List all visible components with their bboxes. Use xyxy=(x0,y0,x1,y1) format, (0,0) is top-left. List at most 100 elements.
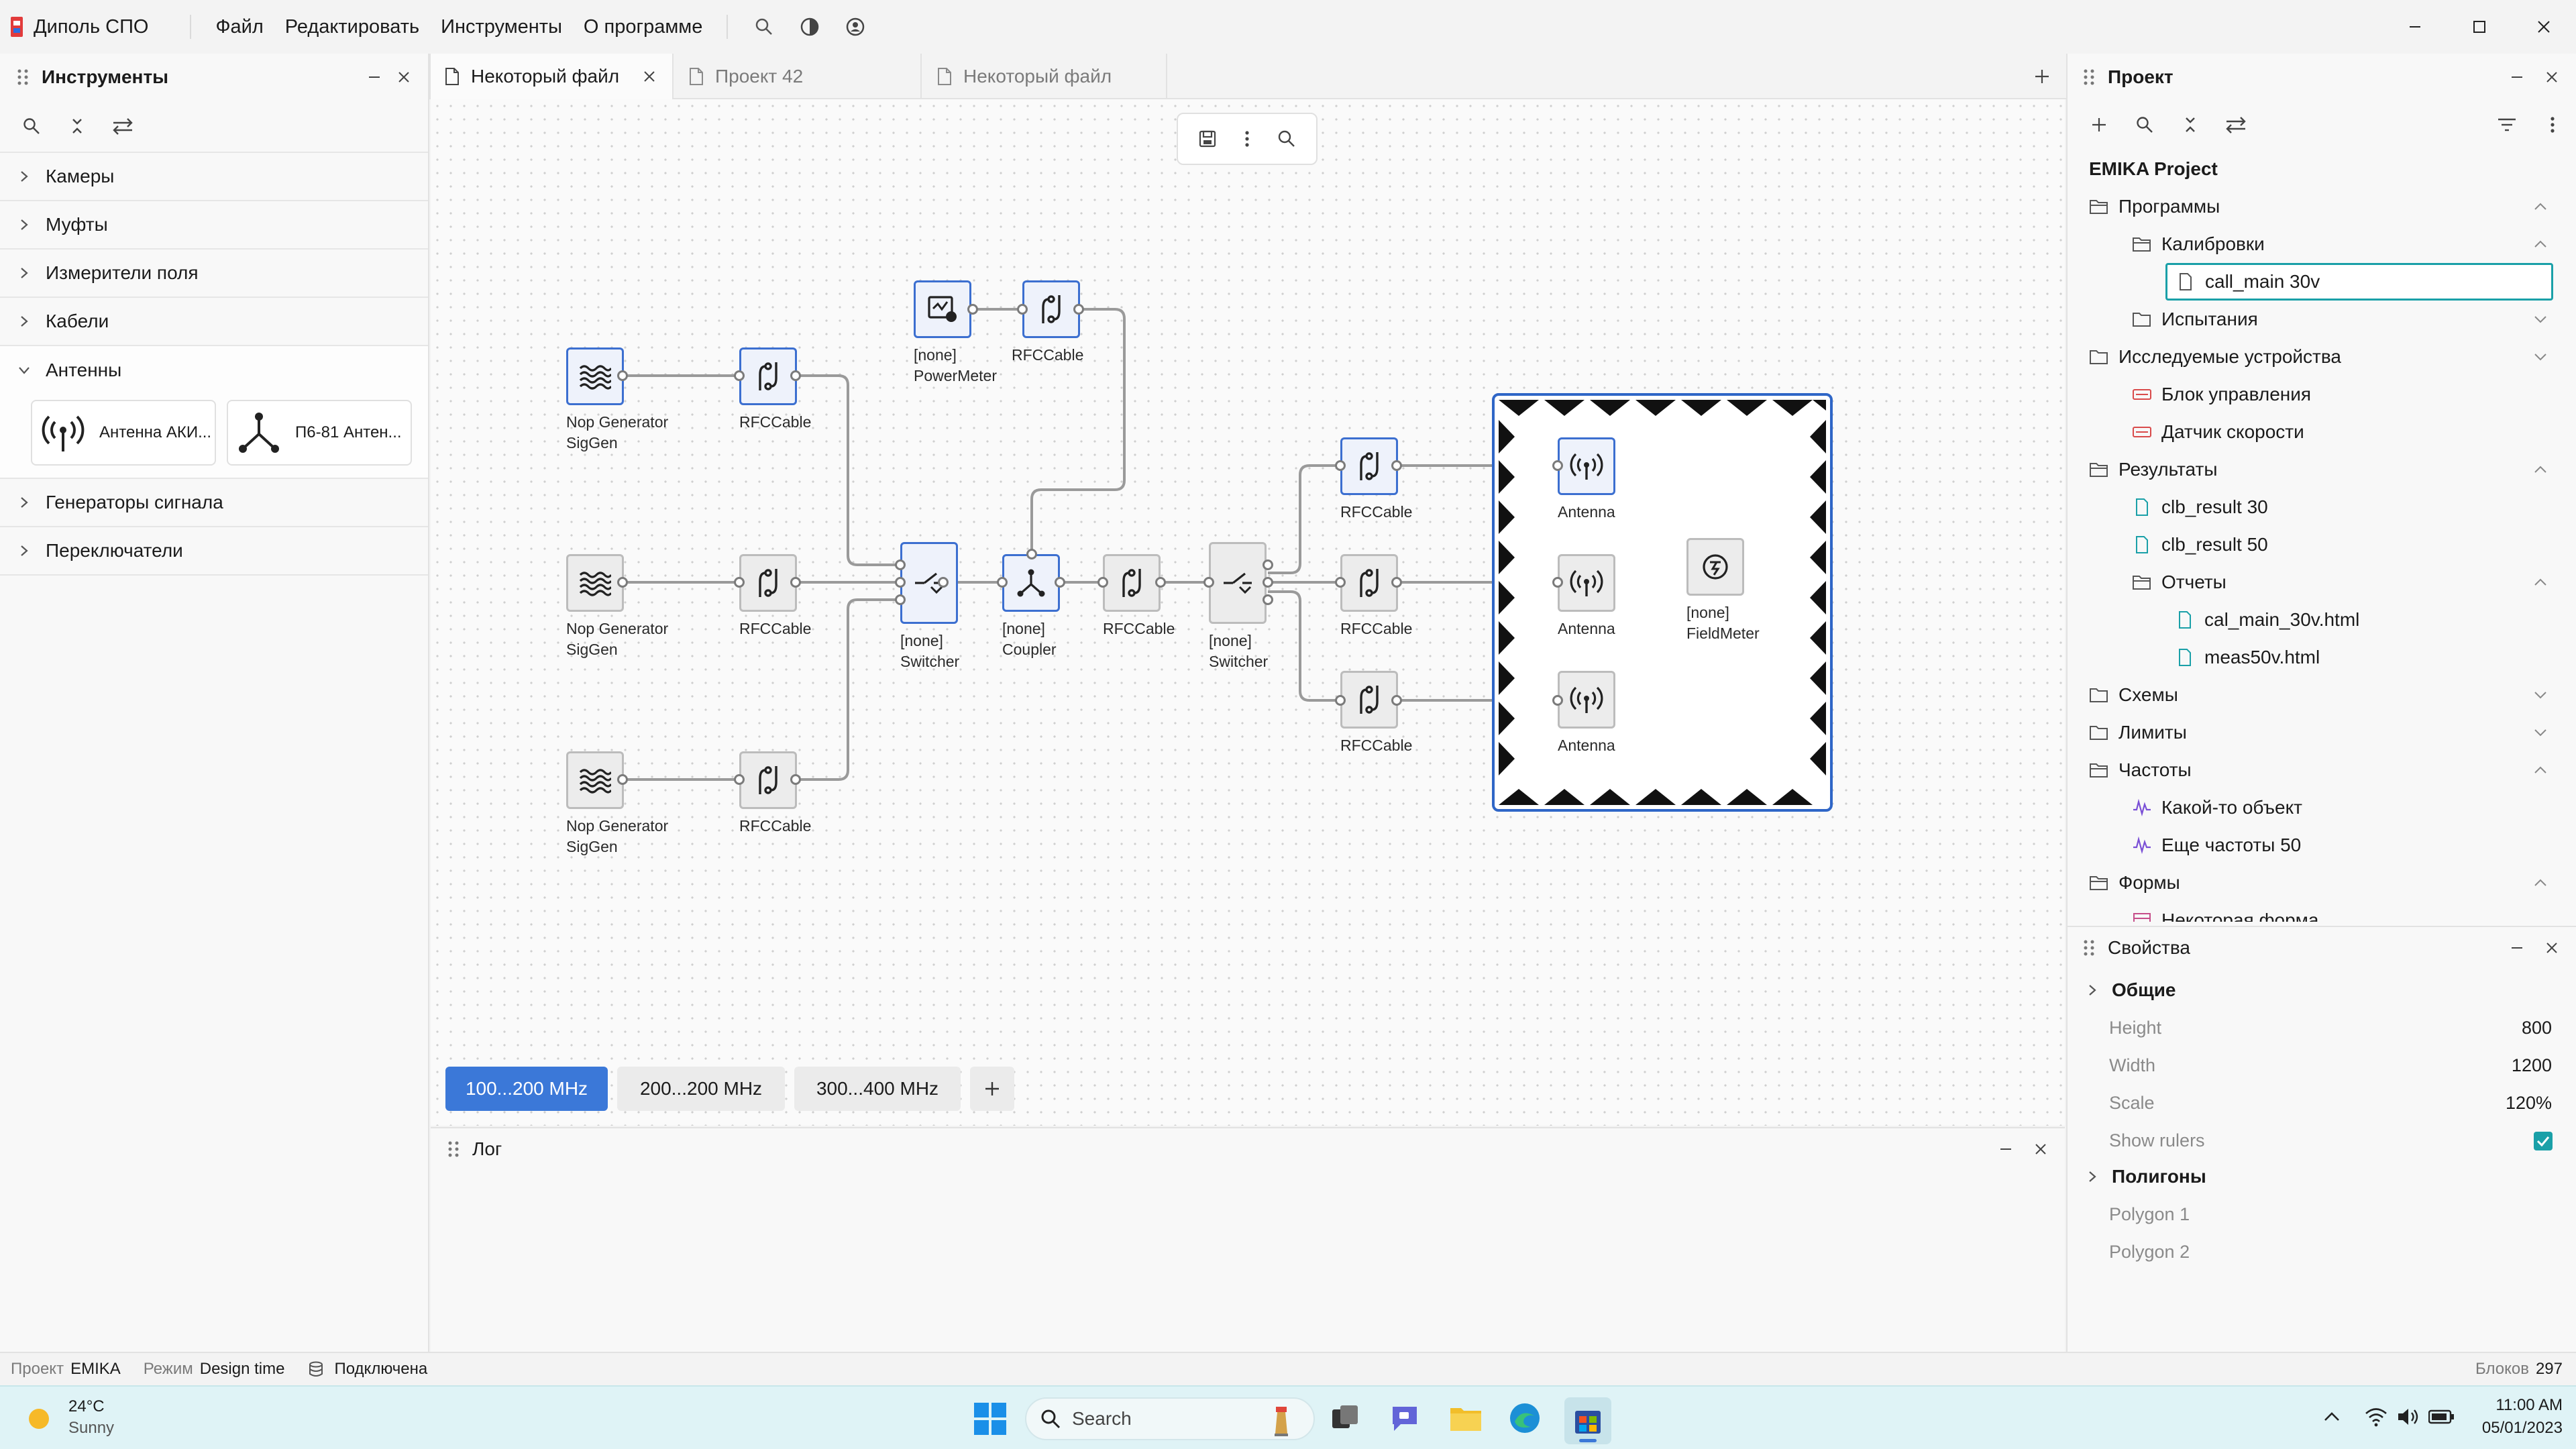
port[interactable] xyxy=(1335,577,1346,588)
cable-node-top[interactable] xyxy=(1022,280,1080,338)
meet-chat-icon[interactable] xyxy=(1390,1403,1422,1434)
tree-item-report-meas50v[interactable]: meas50v.html xyxy=(2175,639,2320,676)
polygon-item-1[interactable]: Polygon 1 xyxy=(2068,1195,2576,1233)
port[interactable] xyxy=(1552,577,1563,588)
close-panel-icon[interactable] xyxy=(2537,933,2567,963)
edge-browser-icon[interactable] xyxy=(1508,1401,1542,1435)
siggen-node-2[interactable] xyxy=(566,554,624,612)
start-windows-icon[interactable] xyxy=(973,1401,1008,1436)
antenna-node-2[interactable] xyxy=(1558,554,1615,612)
port[interactable] xyxy=(1263,559,1273,570)
add-icon[interactable] xyxy=(2084,109,2114,140)
chevron-up-icon[interactable] xyxy=(2533,202,2548,211)
zoom-icon[interactable] xyxy=(1277,129,1297,149)
tree-item-clb-result-30[interactable]: clb_result 30 xyxy=(2132,488,2268,526)
wifi-icon[interactable] xyxy=(2364,1407,2388,1427)
anechoic-chamber[interactable] xyxy=(1492,393,1833,812)
freq-tab-2[interactable]: 200...200 MHz xyxy=(617,1067,785,1111)
drag-grip-icon[interactable] xyxy=(16,68,30,87)
save-icon[interactable] xyxy=(1197,129,1218,149)
freq-tab-3[interactable]: 300...400 MHz xyxy=(794,1067,961,1111)
category-antennas[interactable]: Антенны xyxy=(0,346,428,394)
port[interactable] xyxy=(895,577,906,588)
cable-node-2[interactable] xyxy=(739,554,797,612)
chevron-down-icon[interactable] xyxy=(2533,690,2548,700)
search-icon[interactable] xyxy=(16,111,47,142)
port[interactable] xyxy=(1391,695,1402,706)
more-options-icon[interactable] xyxy=(2537,109,2568,140)
category-couplers[interactable]: Муфты xyxy=(0,201,428,250)
cable-node-1[interactable] xyxy=(739,347,797,405)
volume-icon[interactable] xyxy=(2396,1407,2420,1427)
chevron-up-icon[interactable] xyxy=(2533,465,2548,474)
tree-item-frequency-object[interactable]: Какой-то объект xyxy=(2132,789,2302,826)
port[interactable] xyxy=(1263,594,1273,605)
siggen-node-3[interactable] xyxy=(566,751,624,809)
tab-project-42[interactable]: Проект 42 xyxy=(675,54,922,99)
category-switchers[interactable]: Переключатели xyxy=(0,527,428,576)
user-account-icon[interactable] xyxy=(841,12,870,42)
minimize-panel-icon[interactable] xyxy=(2502,62,2532,92)
project-root[interactable]: EMIKA Project xyxy=(2089,158,2218,179)
port[interactable] xyxy=(734,370,745,381)
search-icon[interactable] xyxy=(749,12,779,42)
taskbar-time[interactable]: 11:00 AM xyxy=(2496,1396,2563,1414)
tab-file-1[interactable]: Некоторый файл xyxy=(429,54,674,99)
search-icon[interactable] xyxy=(2129,109,2160,140)
port[interactable] xyxy=(790,774,801,785)
port[interactable] xyxy=(790,577,801,588)
property-show-rulers[interactable]: Show rulers xyxy=(2068,1122,2576,1159)
port[interactable] xyxy=(1017,304,1028,315)
tree-item-call-main-selected[interactable]: call_main 30v xyxy=(2165,263,2553,301)
property-group-polygons[interactable]: Полигоны xyxy=(2086,1158,2206,1195)
port[interactable] xyxy=(895,559,906,570)
freq-tab-1[interactable]: 100...200 MHz xyxy=(445,1067,608,1111)
category-field-meters[interactable]: Измерители поля xyxy=(0,250,428,298)
tree-folder-results[interactable]: Результаты xyxy=(2089,451,2217,488)
tree-folder-reports[interactable]: Отчеты xyxy=(2132,564,2226,601)
battery-icon[interactable] xyxy=(2428,1409,2455,1424)
port[interactable] xyxy=(617,577,628,588)
chevron-up-icon[interactable] xyxy=(2322,1409,2341,1424)
maximize-window-icon[interactable] xyxy=(2447,0,2512,54)
category-cables[interactable]: Кабели xyxy=(0,298,428,346)
cable-node-r1[interactable] xyxy=(1340,437,1398,495)
tree-folder-forms[interactable]: Формы xyxy=(2089,864,2180,902)
tab-file-2[interactable]: Некоторый файл xyxy=(923,54,1167,99)
swap-icon[interactable] xyxy=(107,111,138,142)
show-rulers-checkbox[interactable] xyxy=(2533,1131,2553,1151)
chevron-up-icon[interactable] xyxy=(2533,239,2548,249)
antenna-node-1[interactable] xyxy=(1558,437,1615,495)
tree-item-speed-sensor[interactable]: Датчик скорости xyxy=(2132,413,2304,451)
tree-folder-frequencies[interactable]: Частоты xyxy=(2089,751,2192,789)
menu-file[interactable]: Файл xyxy=(215,15,264,38)
coupler-node[interactable] xyxy=(1002,554,1060,612)
port[interactable] xyxy=(734,577,745,588)
tool-card-antenna-aki[interactable]: Антенна АКИ... xyxy=(31,400,216,466)
port[interactable] xyxy=(1391,577,1402,588)
chevron-down-icon[interactable] xyxy=(2533,728,2548,737)
port[interactable] xyxy=(1263,577,1273,588)
chevron-up-icon[interactable] xyxy=(2533,765,2548,775)
tree-item-frequency-50[interactable]: Еще частоты 50 xyxy=(2132,826,2301,864)
port[interactable] xyxy=(1335,695,1346,706)
port[interactable] xyxy=(1552,460,1563,471)
collapse-all-icon[interactable] xyxy=(62,111,93,142)
close-window-icon[interactable] xyxy=(2512,0,2576,54)
category-signal-generators[interactable]: Генераторы сигнала xyxy=(0,479,428,527)
add-tab-icon[interactable] xyxy=(2031,66,2053,87)
tree-folder-devices[interactable]: Исследуемые устройства xyxy=(2089,338,2341,376)
tree-item-form-clipped[interactable]: Некоторая форма xyxy=(2132,902,2561,922)
fieldmeter-node[interactable] xyxy=(1686,538,1744,596)
drag-grip-icon[interactable] xyxy=(447,1140,460,1159)
switcher-node-2[interactable] xyxy=(1209,542,1267,624)
port[interactable] xyxy=(997,577,1008,588)
add-frequency-button[interactable] xyxy=(970,1067,1014,1111)
weather-sun-icon[interactable] xyxy=(24,1404,54,1434)
cable-node-3[interactable] xyxy=(739,751,797,809)
siggen-node-1[interactable] xyxy=(566,347,624,405)
close-panel-icon[interactable] xyxy=(2026,1134,2055,1164)
filter-icon[interactable] xyxy=(2491,109,2522,140)
